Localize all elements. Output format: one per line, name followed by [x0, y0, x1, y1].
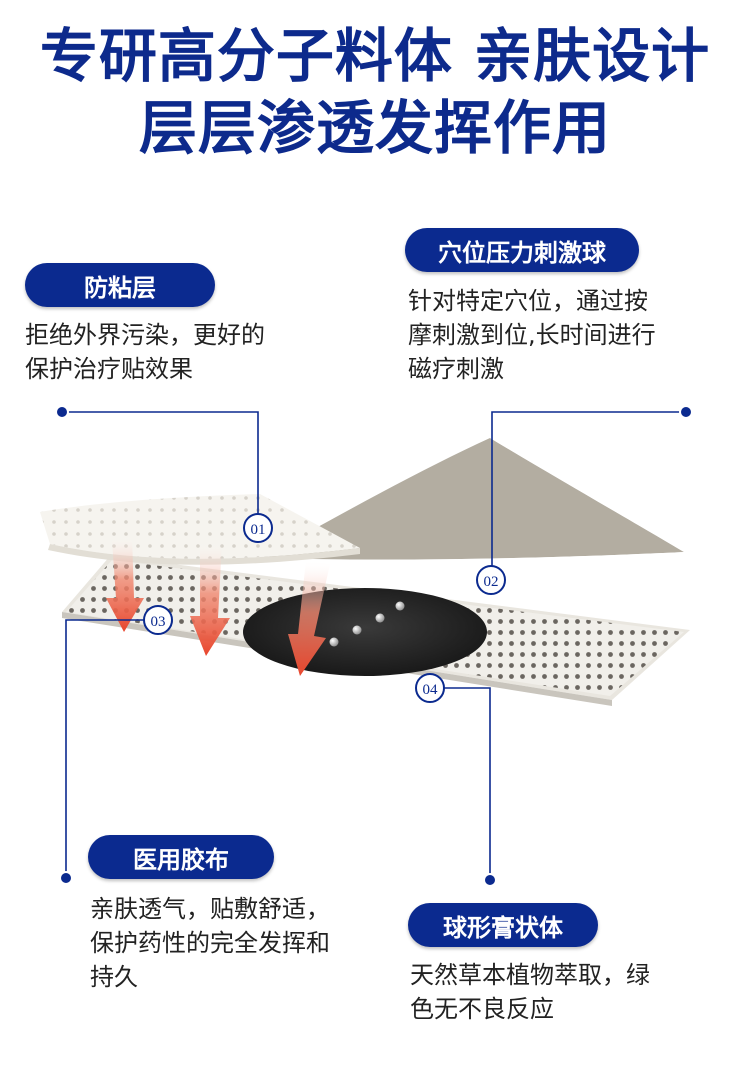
pressure-ball-icon — [329, 637, 339, 647]
leader-endpoint-dot — [59, 871, 73, 885]
leader-lines — [62, 411, 686, 880]
leader-endpoint-dot — [679, 405, 693, 419]
headline-line-2: 层层渗透发挥作用 — [138, 94, 611, 162]
release-film-layer — [260, 436, 690, 568]
headline-line-1: 专研高分子料体 亲肤设计 — [39, 22, 711, 90]
down-arrow-icon — [288, 560, 330, 676]
down-arrow-icon — [106, 536, 144, 632]
badge-04-number: 04 — [423, 682, 439, 698]
callout-03-title: 医用胶布 — [88, 835, 274, 879]
badge-02-number: 02 — [484, 574, 499, 590]
callout-03-description: 亲肤透气，贴敷舒适， 保护药性的完全发挥和 持久 — [90, 895, 330, 991]
badge-02: 02 — [476, 565, 506, 595]
callout-02-title: 穴位压力刺激球 — [405, 228, 639, 272]
penetration-arrows — [106, 536, 330, 676]
callout-04-title: 球形膏状体 — [408, 903, 598, 947]
callout-02-description: 针对特定穴位，通过按 摩刺激到位,长时间进行 磁疗刺激 — [408, 287, 656, 383]
patch-layers-illustration: 01 02 03 04 — [40, 405, 693, 887]
pressure-ball-icon — [395, 601, 405, 611]
pressure-ball-icon — [352, 625, 362, 635]
down-arrow-icon — [190, 542, 230, 656]
callout-01-title: 防粘层 — [25, 263, 215, 307]
badge-03-number: 03 — [151, 614, 166, 630]
badge-03: 03 — [143, 605, 173, 635]
leader-endpoint-dot — [483, 873, 497, 887]
callout-01-description: 拒绝外界污染，更好的 保护治疗贴效果 — [25, 321, 265, 383]
badge-04: 04 — [415, 673, 445, 703]
leader-endpoint-dot — [55, 405, 69, 419]
badge-01-number: 01 — [251, 522, 266, 538]
callout-04-description: 天然草本植物萃取，绿 色无不良反应 — [410, 961, 650, 1023]
pressure-ball-icon — [375, 613, 385, 623]
badge-01: 01 — [243, 513, 273, 543]
paste-pad — [243, 588, 487, 676]
